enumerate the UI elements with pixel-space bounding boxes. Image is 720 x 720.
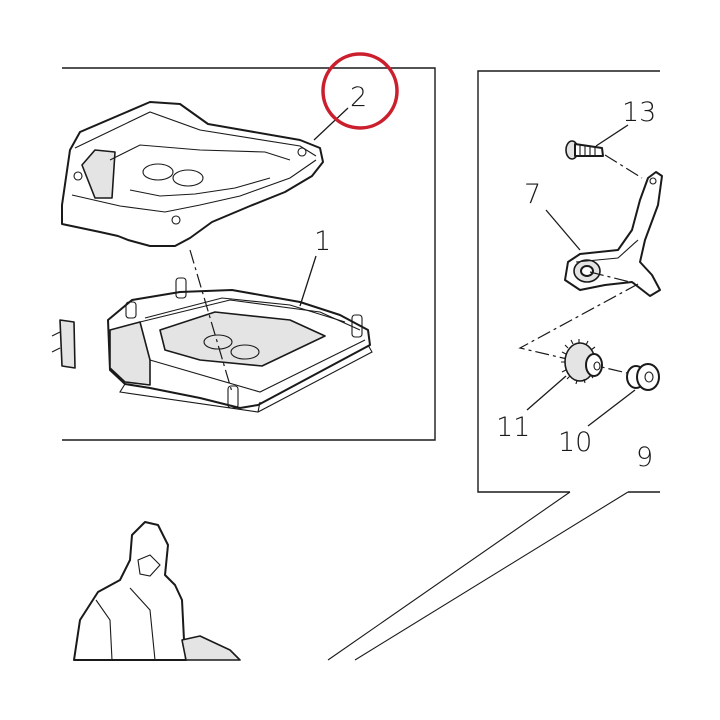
control-unit-part-1 [107,277,373,413]
gear-part-11 [561,339,603,385]
right-detail-frame [477,70,660,493]
screw-part-13 [565,140,604,160]
callout-1[interactable]: 1 [314,226,331,257]
clip-fragment [51,319,76,369]
bushing-part-10 [626,363,660,391]
leader-10 [587,389,636,427]
frame-leader-lines [327,491,629,661]
main-assembly-fragment [73,521,241,661]
callout-7[interactable]: 7 [524,179,541,210]
bracket-part-7 [564,171,663,297]
left-detail-frame [62,67,436,441]
leader-7 [545,209,581,251]
callout-2-highlight-ring [321,52,399,130]
callout-9[interactable]: 9 [636,442,653,473]
screw-axis [604,154,643,179]
leader-13 [595,124,629,147]
leader-11 [526,375,567,411]
cover-part-2 [61,101,324,247]
callout-2[interactable]: 2 [350,82,367,113]
callout-13[interactable]: 13 [622,97,656,128]
leader-1 [299,255,317,307]
callout-11[interactable]: 11 [496,412,530,443]
gear-axis [518,271,641,377]
callout-10[interactable]: 10 [558,427,592,458]
leader-2 [313,107,349,141]
